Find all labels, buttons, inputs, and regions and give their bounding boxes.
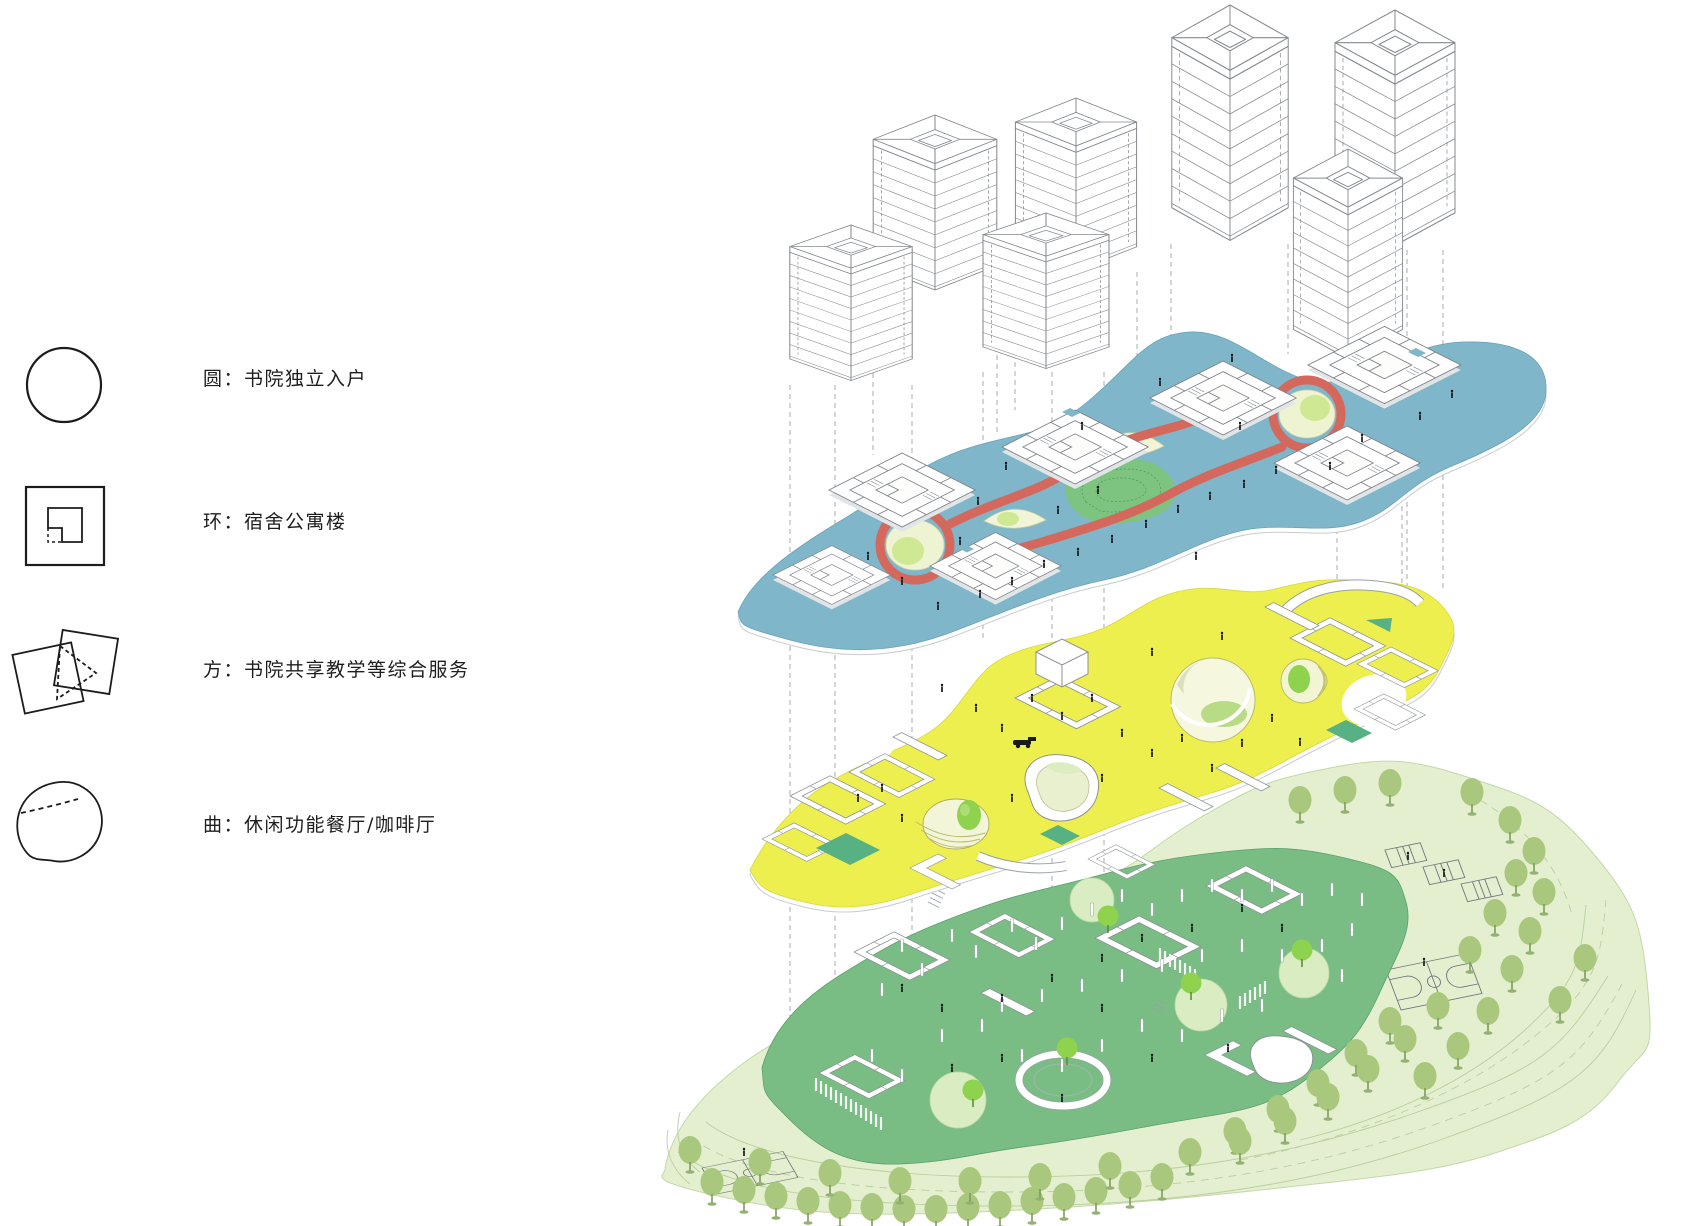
pools (816, 618, 1392, 865)
legend-icon-ring-square (24, 485, 106, 567)
fence (1158, 948, 1197, 982)
legend-label-circle: 圆：书院独立入户 (203, 368, 368, 390)
ground-platform (761, 848, 1409, 1165)
teaching-buildings (761, 601, 1439, 890)
legend-icon-curved-blob (16, 781, 103, 863)
stair-tower (1034, 638, 1090, 688)
tree-courtyard (1280, 658, 1328, 704)
arc-bands (975, 579, 1425, 874)
towers-layer (789, 4, 1456, 382)
platform-buildings (814, 844, 1338, 1130)
excavator (1013, 737, 1036, 749)
legend-label-ring: 环：宿舍公寓楼 (203, 511, 347, 533)
tower (789, 224, 913, 382)
amphitheater (915, 798, 990, 850)
legend-icon-circle (25, 346, 103, 424)
fence (1238, 981, 1267, 1009)
teaching-layer (749, 579, 1455, 913)
tower (1171, 4, 1289, 241)
legend (11, 346, 120, 863)
roof-deck-layer (737, 325, 1547, 656)
legend-label-squares: 方：书院共享教学等综合服务 (203, 659, 470, 681)
legend-label-blob: 曲：休闲功能餐厅/咖啡厅 (203, 814, 437, 836)
legend-icon-overlapping-squares (11, 628, 120, 715)
stairs (1151, 998, 1168, 1014)
rounded-volume (1024, 754, 1099, 822)
ground-landscape-layer (661, 760, 1651, 1226)
tower (982, 212, 1110, 370)
stairs (927, 888, 946, 908)
fence (814, 1078, 883, 1130)
teaching-circle-void (1170, 657, 1256, 743)
